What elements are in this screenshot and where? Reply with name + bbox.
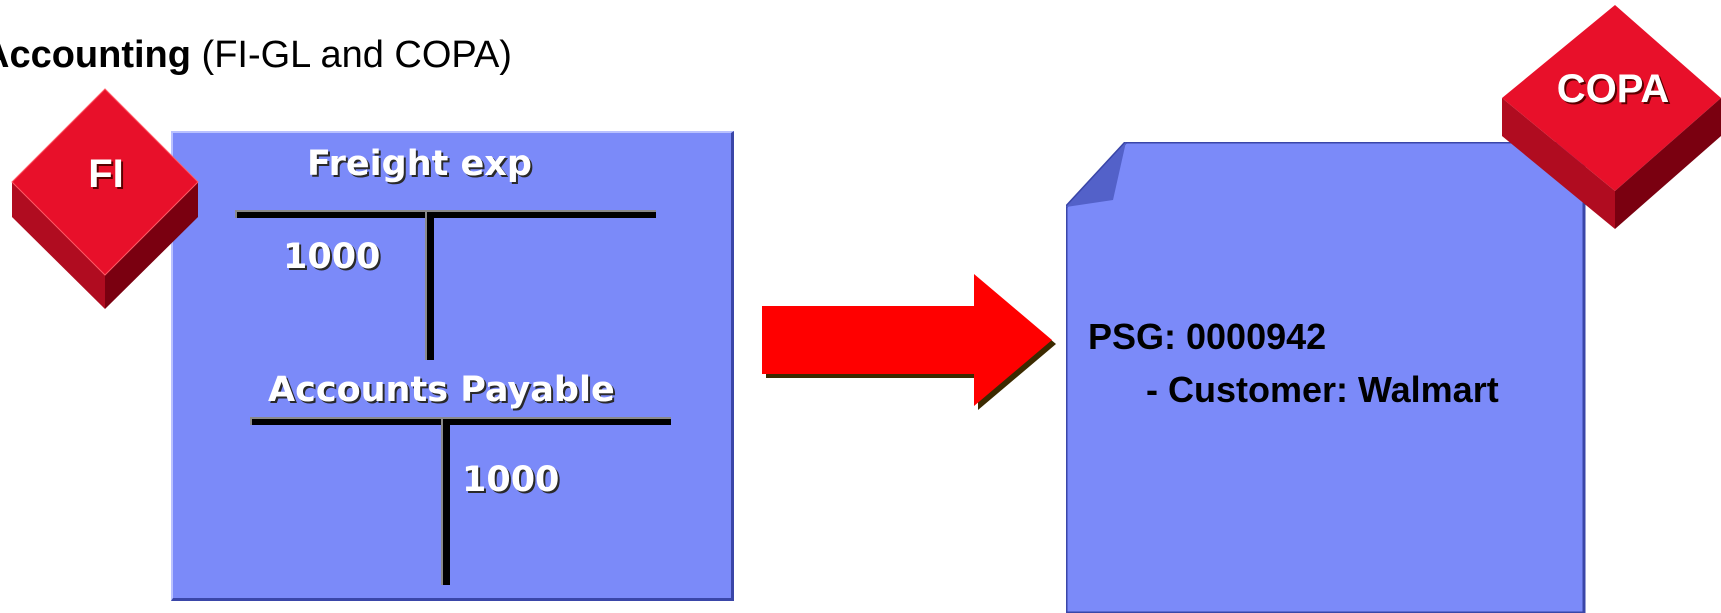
heading-bold: Accounting [0, 34, 191, 76]
copa-customer-line: - Customer: Walmart [1146, 369, 1499, 410]
t-account-title-freight: Freight exp [307, 144, 532, 184]
flow-arrow [762, 274, 1056, 410]
fi-gl-box [171, 131, 734, 601]
fi-badge-diamond [11, 88, 199, 309]
heading-rest: (FI-GL and COPA) [190, 34, 512, 76]
copa-badge-label: COPA [1556, 67, 1670, 111]
copa-badge-diamond [1502, 5, 1721, 229]
copa-document [1066, 142, 1586, 613]
t-account-bar-payable [250, 417, 671, 425]
t-account-title-payable: Accounts Payable [268, 370, 615, 410]
t-account-debit-freight: 1000 [283, 237, 381, 277]
t-account-bar-freight [235, 210, 656, 218]
t-account-stem-payable [441, 417, 450, 585]
t-account-stem-freight [425, 210, 434, 360]
page-heading: Accounting (FI-GL and COPA) [0, 34, 512, 77]
copa-psg-line: PSG: 0000942 [1088, 316, 1327, 357]
fi-badge-label: FI [88, 152, 124, 196]
t-account-credit-payable: 1000 [462, 460, 560, 500]
